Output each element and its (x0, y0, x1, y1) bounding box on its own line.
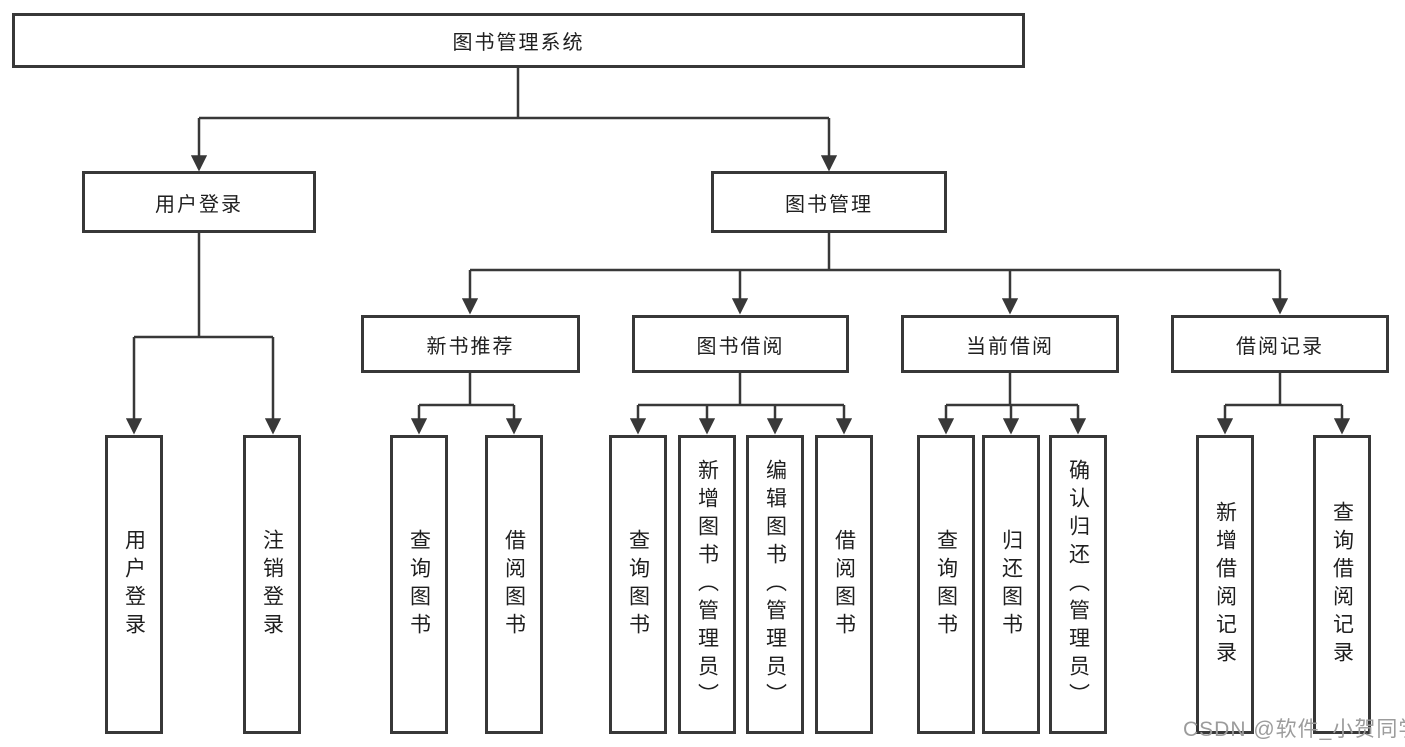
node-borrow-records: 借阅记录 (1171, 315, 1389, 373)
node-borrow-records-label: 借阅记录 (1236, 335, 1324, 358)
csdn-watermark: CSDN @软件_小贺同学 (1183, 718, 1405, 741)
node-query-borrow-record-label: 查询借阅记录 (1330, 500, 1354, 669)
node-book-borrowing-label: 图书借阅 (696, 335, 785, 358)
node-query-books-current-label: 查询图书 (934, 528, 958, 641)
node-book-management: 图书管理 (711, 171, 947, 233)
node-query-books-borrowing: 查询图书 (609, 435, 667, 734)
node-new-book-recommend: 新书推荐 (361, 315, 580, 373)
node-add-book-admin: 新增图书（管理员） (678, 435, 736, 734)
node-root: 图书管理系统 (12, 13, 1025, 68)
node-add-borrow-record: 新增借阅记录 (1196, 435, 1254, 734)
node-query-borrow-record: 查询借阅记录 (1313, 435, 1371, 734)
node-return-books-label: 归还图书 (999, 528, 1023, 641)
node-query-books-recommend-label: 查询图书 (407, 528, 431, 641)
node-book-management-label: 图书管理 (785, 193, 873, 216)
node-edit-book-admin-label: 编辑图书（管理员） (763, 458, 787, 711)
node-add-borrow-record-label: 新增借阅记录 (1213, 500, 1237, 669)
node-edit-book-admin: 编辑图书（管理员） (746, 435, 804, 734)
node-query-books-recommend: 查询图书 (390, 435, 448, 734)
node-borrow-books-borrowing: 借阅图书 (815, 435, 873, 734)
node-book-borrowing: 图书借阅 (632, 315, 849, 373)
node-user-login-action-label: 用户登录 (122, 528, 146, 641)
node-logout-action-label: 注销登录 (260, 528, 284, 641)
node-add-book-admin-label: 新增图书（管理员） (695, 458, 719, 711)
node-user-login-label: 用户登录 (155, 193, 243, 216)
node-query-books-current: 查询图书 (917, 435, 975, 734)
node-user-login-action: 用户登录 (105, 435, 163, 734)
node-confirm-return-admin-label: 确认归还（管理员） (1066, 458, 1090, 711)
node-logout-action: 注销登录 (243, 435, 301, 734)
node-current-borrowing: 当前借阅 (901, 315, 1119, 373)
node-borrow-books-borrowing-label: 借阅图书 (832, 528, 856, 641)
node-query-books-borrowing-label: 查询图书 (626, 528, 650, 641)
node-borrow-books-recommend-label: 借阅图书 (502, 528, 526, 641)
node-confirm-return-admin: 确认归还（管理员） (1049, 435, 1107, 734)
node-current-borrowing-label: 当前借阅 (966, 335, 1054, 358)
node-return-books: 归还图书 (982, 435, 1040, 734)
node-user-login: 用户登录 (82, 171, 316, 233)
node-new-book-recommend-label: 新书推荐 (426, 335, 515, 358)
node-root-label: 图书管理系统 (452, 32, 585, 54)
node-borrow-books-recommend: 借阅图书 (485, 435, 543, 734)
